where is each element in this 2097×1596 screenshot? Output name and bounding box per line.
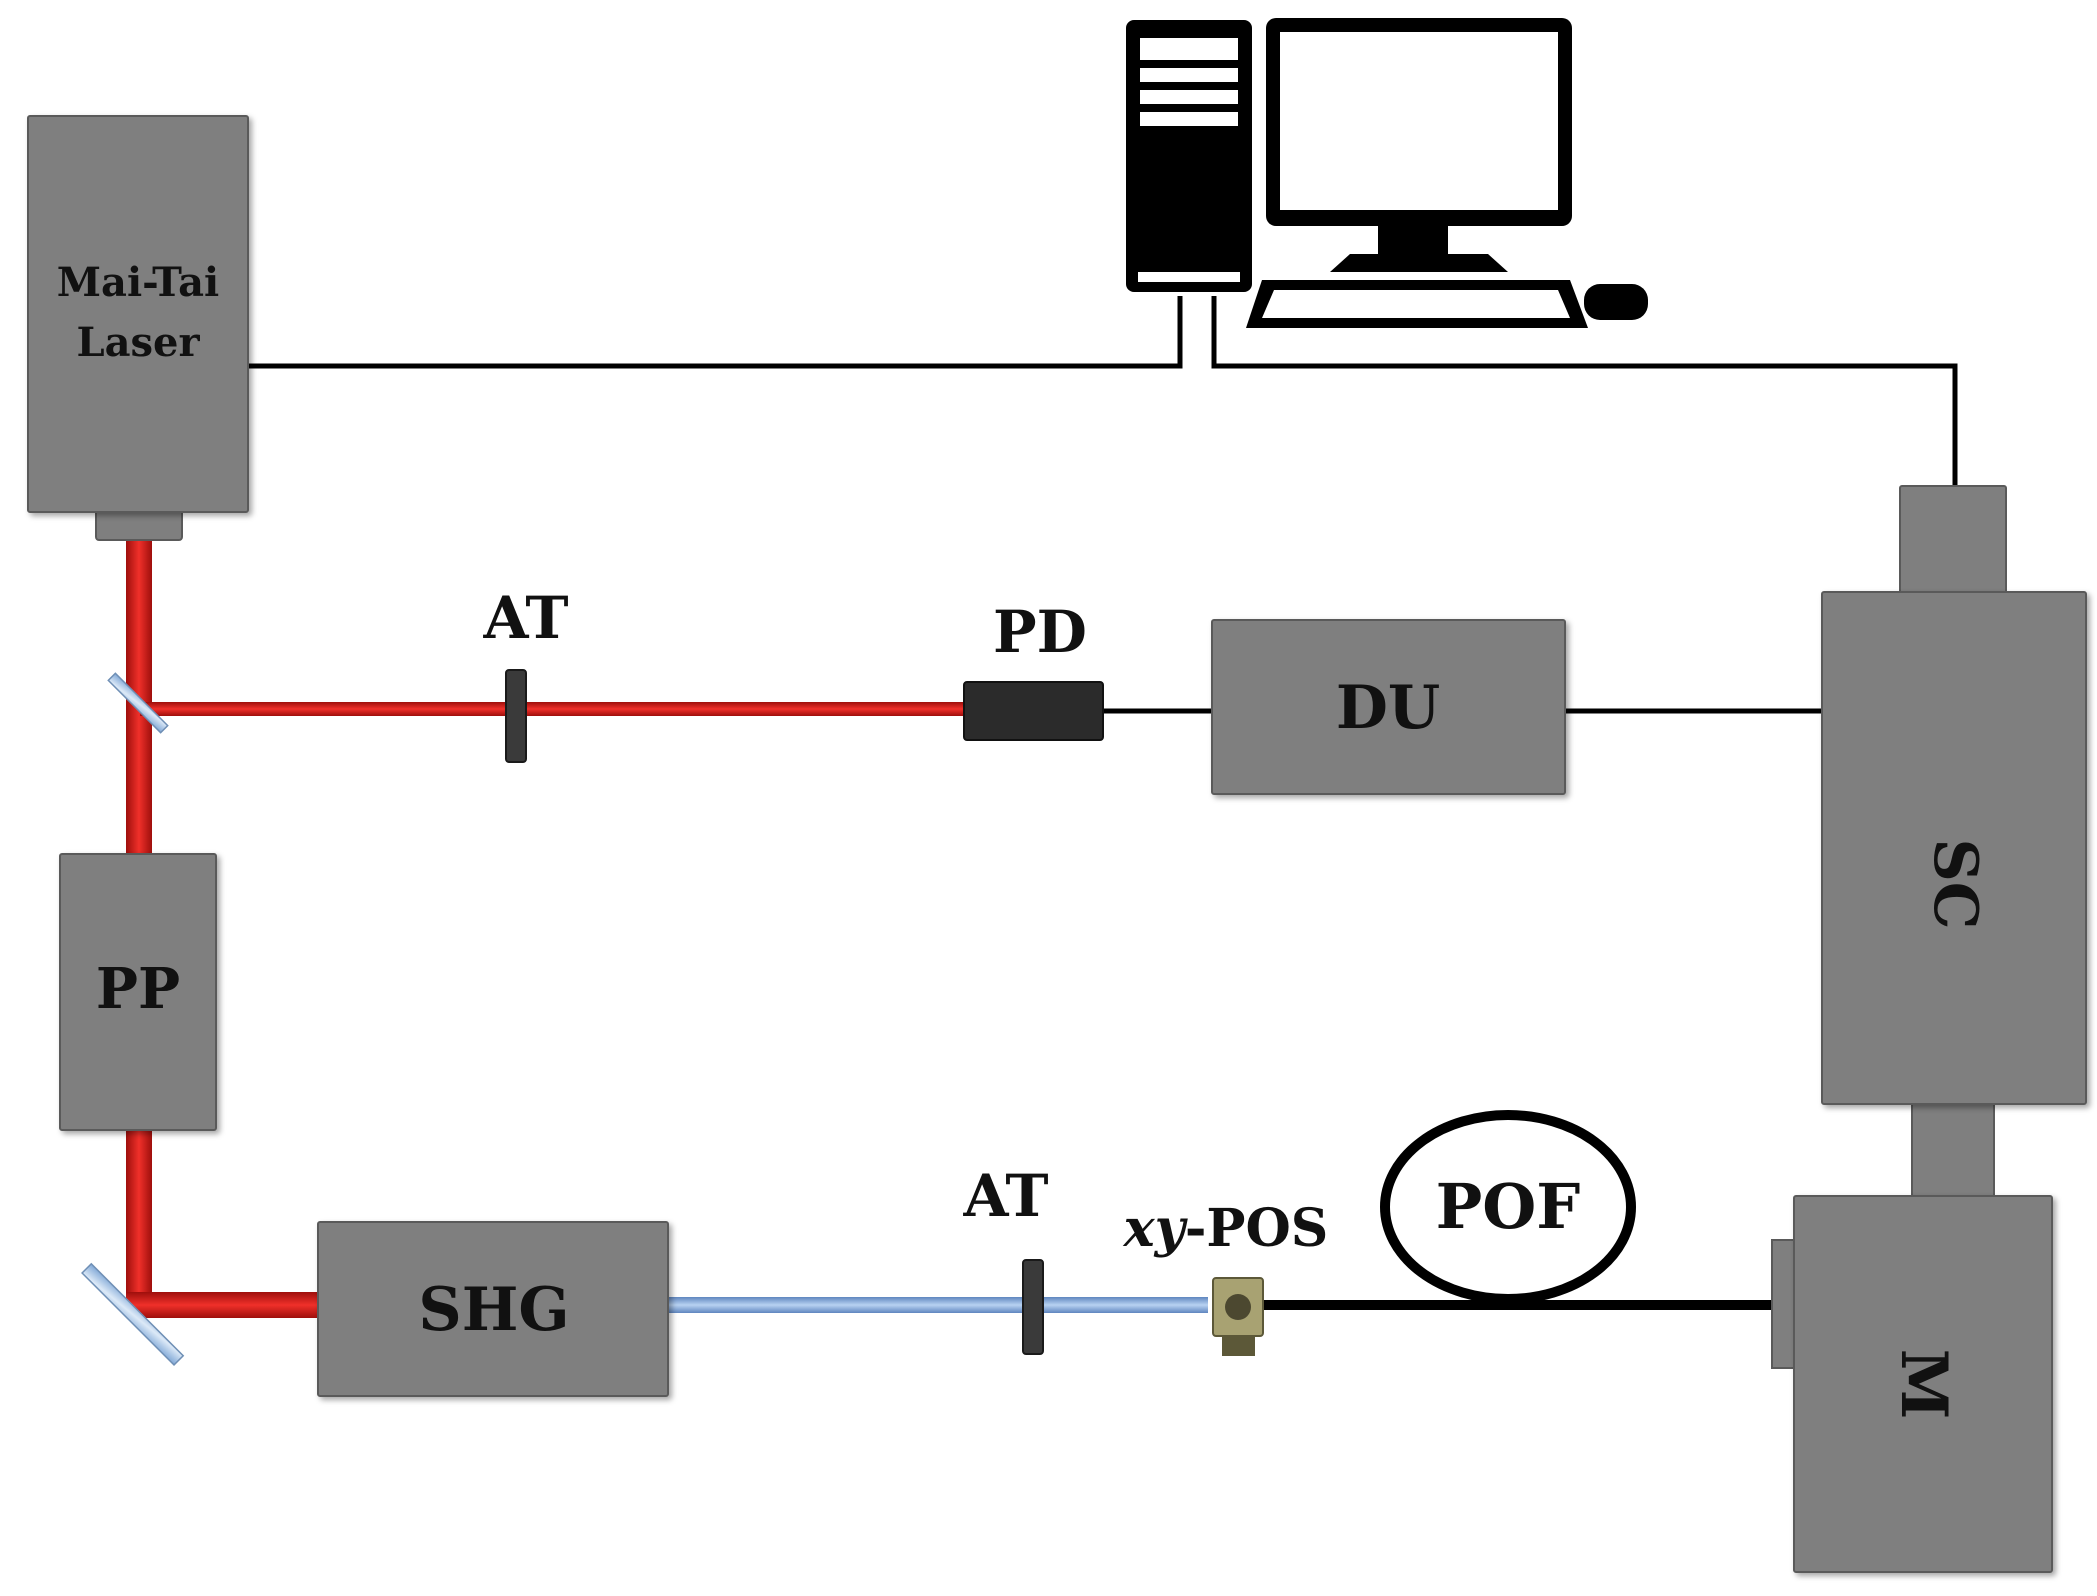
optical-fiber [1262,1110,1792,1310]
du-label: DU [1336,673,1440,743]
computer-icon [1126,18,1648,328]
wire-laser-to-computer [248,296,1183,369]
attenuator-icon-bottom [1022,1259,1044,1355]
sc-box [1821,591,2087,1105]
mirror-upper [107,672,169,734]
xy-pos-label: xy-POS [1123,1198,1329,1259]
laser-box [27,115,249,541]
red-beam-vertical-lower [126,1130,152,1310]
red-beam [126,538,968,1318]
m-box [1793,1195,2053,1573]
computer-tower [1126,20,1252,292]
m-label: M [1886,1349,1961,1420]
xy-pos-label-rest: -POS [1185,1198,1329,1259]
computer-mouse [1584,284,1648,320]
pof-loop [1380,1110,1636,1304]
shg-label: SHG [418,1275,569,1345]
pof-label: POF [1436,1170,1581,1243]
red-beam-to-shg [126,1292,318,1318]
du-box [1211,619,1566,795]
pd-label: PD [993,598,1087,666]
sc-label: SC [1920,838,1990,929]
mirror-icon [81,672,185,1366]
blue-beam [668,1297,1208,1313]
at-bottom-label: AT [963,1162,1049,1230]
xy-pos-label-italic: xy [1123,1198,1189,1259]
wire-computer-to-sc [1211,296,1958,488]
pp-box [59,853,217,1131]
shg-box [317,1221,669,1397]
sc-assembly [1821,485,2087,1199]
photodiode [963,681,1104,741]
attenuator-icon [505,669,527,763]
mai-tai-laser [27,115,249,513]
m-assembly [1771,1195,2053,1573]
laser-label-line1: Mai-Tai [57,259,219,306]
red-beam-to-pd [140,702,968,716]
xy-positioner [1212,1277,1264,1356]
mirror-lower [81,1262,185,1366]
wiring [248,296,1958,714]
at-top-label: AT [483,584,569,652]
pp-label: PP [96,956,180,1022]
laser-label-line2: Laser [76,319,200,366]
